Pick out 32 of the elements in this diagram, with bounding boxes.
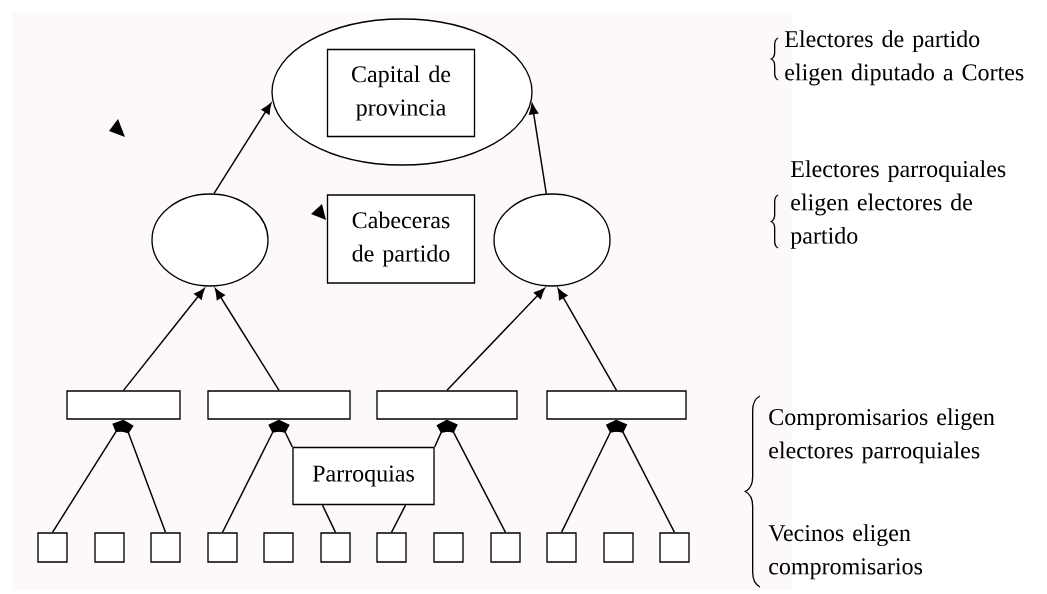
arrow — [213, 102, 272, 195]
square-box — [94, 532, 125, 563]
square-box — [603, 532, 634, 563]
bar-box — [66, 390, 181, 420]
text-box: Cabeceras de partido — [326, 194, 476, 284]
square-box — [150, 532, 181, 563]
annotation-text: Electores parroquiales eligen electores de partido — [790, 160, 1006, 249]
arrow — [446, 287, 546, 392]
text-box: Parroquias — [292, 446, 435, 506]
arrow — [214, 288, 280, 392]
annotation-text: Electores de partido eligen diputado a Cortes — [784, 30, 1024, 86]
square-box — [659, 532, 690, 563]
square-box — [263, 532, 294, 563]
text-box: Capital de provincia — [326, 48, 476, 138]
annotation-text: Compromisarios eligen electores parroquiales — [769, 408, 995, 464]
square-box — [490, 532, 521, 563]
arrow — [51, 419, 125, 534]
square-box — [433, 532, 464, 563]
square-box — [207, 532, 238, 563]
ellipse-shape — [151, 193, 269, 287]
arrow — [528, 103, 548, 195]
ellipse-shape — [493, 193, 611, 287]
annotation-text: Vecinos eligen compromisarios — [768, 524, 923, 580]
square-box — [546, 532, 577, 563]
bar-box — [207, 390, 351, 420]
square-box — [37, 532, 68, 563]
arrow — [122, 288, 205, 392]
square-box — [320, 532, 351, 563]
arrow — [557, 288, 618, 392]
bar-box — [376, 390, 518, 420]
square-box — [376, 532, 407, 563]
bar-box — [546, 390, 687, 420]
